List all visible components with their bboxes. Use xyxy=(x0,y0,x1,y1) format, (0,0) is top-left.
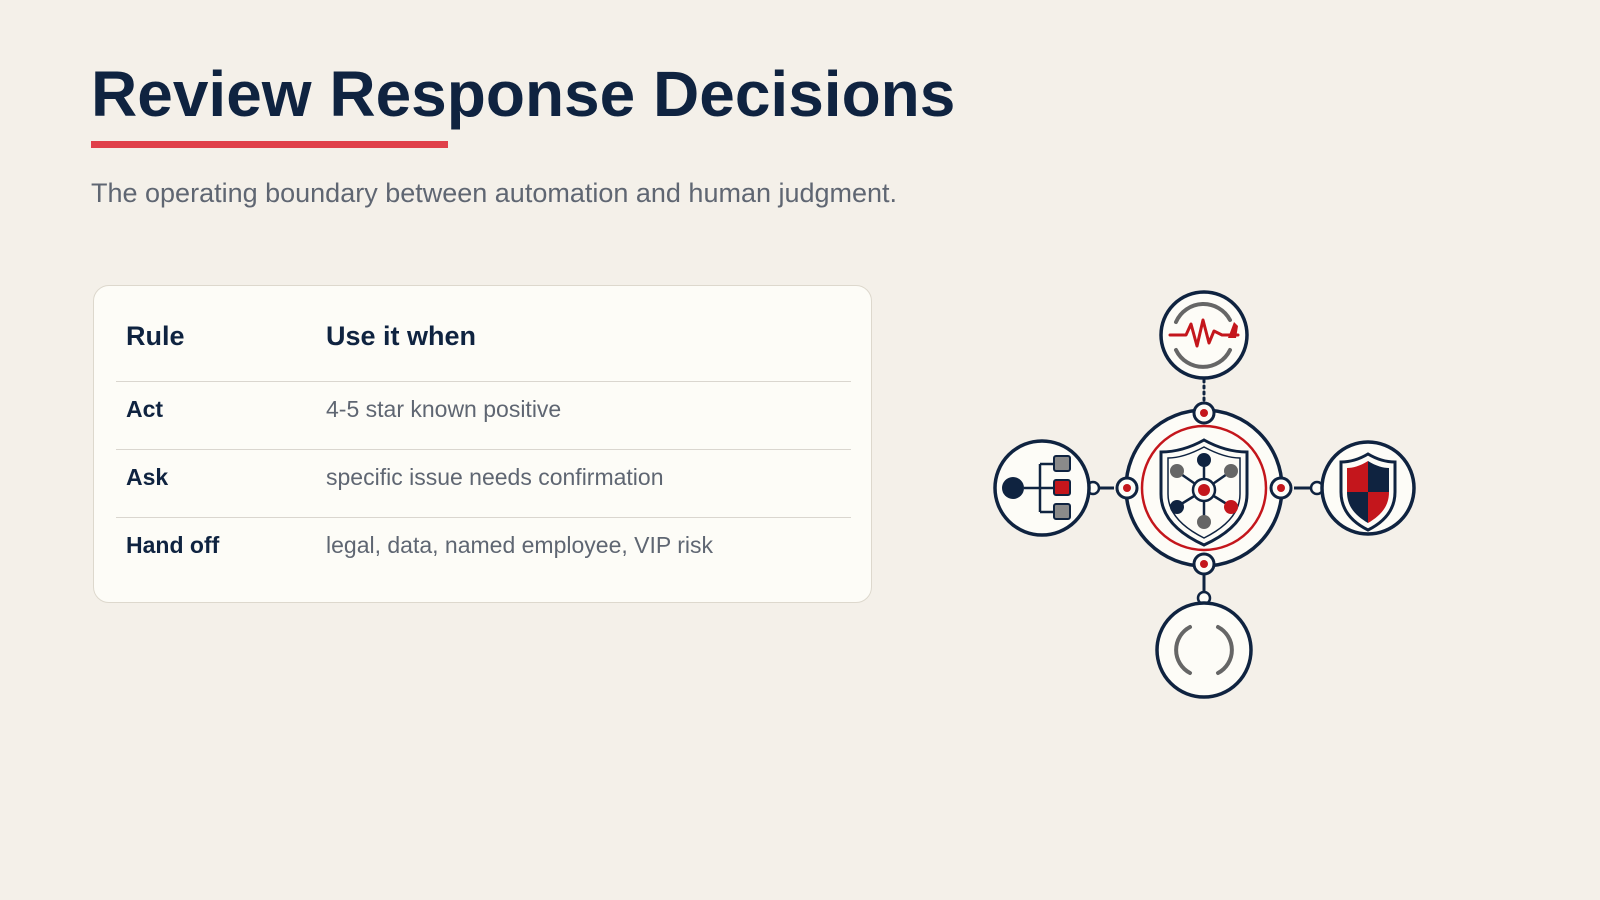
hub-ports xyxy=(1085,401,1325,606)
condition-cell: specific issue needs confirmation xyxy=(326,464,664,490)
condition-cell: legal, data, named employee, VIP risk xyxy=(326,532,713,558)
table-header-row: Rule Use it when xyxy=(116,318,851,354)
table-divider xyxy=(116,381,851,382)
header-rule: Rule xyxy=(126,321,185,351)
heartbeat-monitor-icon xyxy=(1159,290,1249,380)
condition-cell: 4-5 star known positive xyxy=(326,396,562,422)
decision-hub-diagram xyxy=(993,290,1416,699)
table-divider xyxy=(116,449,851,450)
rule-cell: Ask xyxy=(126,464,169,490)
title-underline xyxy=(91,141,448,148)
shield-network-icon xyxy=(1124,408,1284,568)
page-subtitle: The operating boundary between automatio… xyxy=(91,178,898,208)
empty-bracket-icon xyxy=(1155,601,1253,699)
page-title: Review Response Decisions xyxy=(91,58,956,130)
rule-cell: Hand off xyxy=(126,532,220,558)
header-use-it-when: Use it when xyxy=(326,321,477,351)
rules-table-card: Rule Use it when Act 4-5 star known posi… xyxy=(93,285,872,603)
table-divider xyxy=(116,517,851,518)
workflow-tree-icon xyxy=(993,439,1091,537)
security-shield-icon xyxy=(1320,440,1416,536)
rule-cell: Act xyxy=(126,396,164,422)
